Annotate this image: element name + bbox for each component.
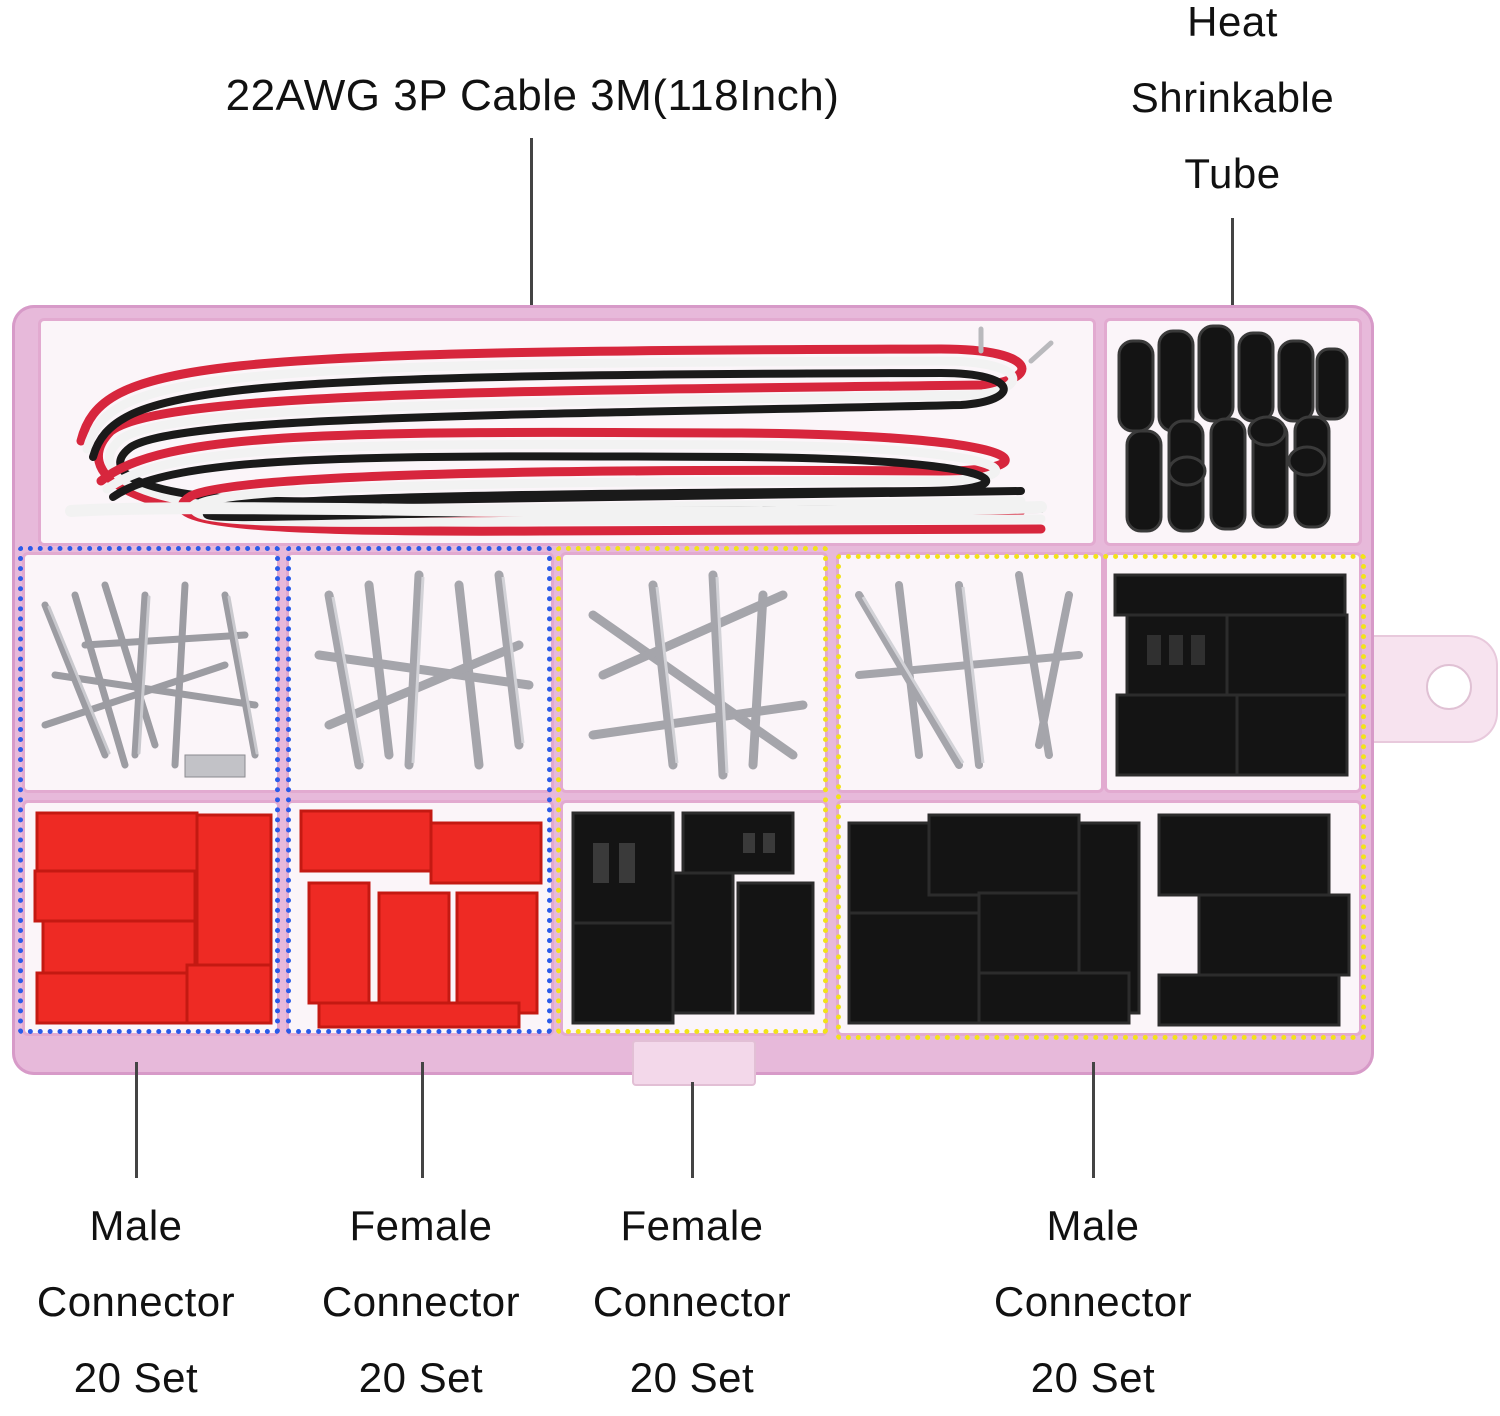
male-left-label-line-2: Connector [36,1278,236,1325]
black-female-housing-compartment [560,800,828,1036]
black-housings-image [847,813,1351,1027]
silver-terminals-image [41,581,259,778]
silver-terminals-image [855,571,1083,769]
female-left-leader-line [421,1062,424,1178]
heat-shrink-tubes-image [1117,324,1349,533]
male-left-label: Male Connector 20 Set [5,1188,267,1416]
blue-group-outline-male [18,546,280,1034]
black-male-housing-compartment [836,800,1362,1036]
red-housings-image [33,811,273,1025]
tube-label-line-1: Heat [1187,0,1278,45]
female-right-leader-line [691,1082,694,1178]
female-left-label-line-2: Connector [321,1278,521,1325]
black-housings-image [571,811,815,1025]
box-latch [632,1040,756,1086]
tube-label-line-3: Tube [1184,150,1281,197]
cable-compartment [38,318,1096,546]
male-right-label-line-2: Connector [993,1278,1193,1325]
yellow-group-outline-female [556,546,828,1034]
tube-label: Heat Shrinkable Tube [1090,0,1375,212]
male-left-label-line-3: 20 Set [73,1354,199,1401]
male-left-leader-line [135,1062,138,1178]
male-right-label-line-1: Male [1046,1202,1140,1249]
red-housings-image [299,809,543,1029]
heat-shrink-compartment [1104,318,1362,546]
female-right-label: Female Connector 20 Set [561,1188,823,1416]
silver-terminals-image [588,570,808,780]
tube-label-line-2: Shrinkable [1130,74,1335,121]
black-housings-image [1113,573,1349,777]
female-right-label-line-2: Connector [592,1278,792,1325]
male-terminal-compartment-left [22,552,280,793]
cable-label: 22AWG 3P Cable 3M(118Inch) [225,71,840,120]
yellow-group-outline-male [836,554,1366,1040]
cable-bundle-image [65,326,1054,536]
female-right-label-line-1: Female [620,1202,764,1249]
red-male-housing-compartment [22,800,280,1036]
male-right-label: Male Connector 20 Set [962,1188,1224,1416]
female-terminal-compartment-left [286,552,554,793]
black-housing-compartment-mid [1104,552,1362,793]
tube-leader-line [1231,218,1234,306]
female-left-label-line-1: Female [349,1202,493,1249]
male-left-label-line-1: Male [89,1202,183,1249]
cable-leader-line [530,138,533,306]
female-terminal-compartment-right [560,552,828,793]
silver-terminals-image [314,570,534,770]
male-terminal-compartment-right [836,552,1104,793]
male-right-leader-line [1092,1062,1095,1178]
hang-hole [1426,664,1472,710]
female-left-label-line-3: 20 Set [358,1354,484,1401]
blue-group-outline-female [286,546,552,1034]
female-left-label: Female Connector 20 Set [290,1188,552,1416]
female-right-label-line-3: 20 Set [629,1354,755,1401]
red-female-housing-compartment [286,800,554,1036]
male-right-label-line-3: 20 Set [1030,1354,1156,1401]
